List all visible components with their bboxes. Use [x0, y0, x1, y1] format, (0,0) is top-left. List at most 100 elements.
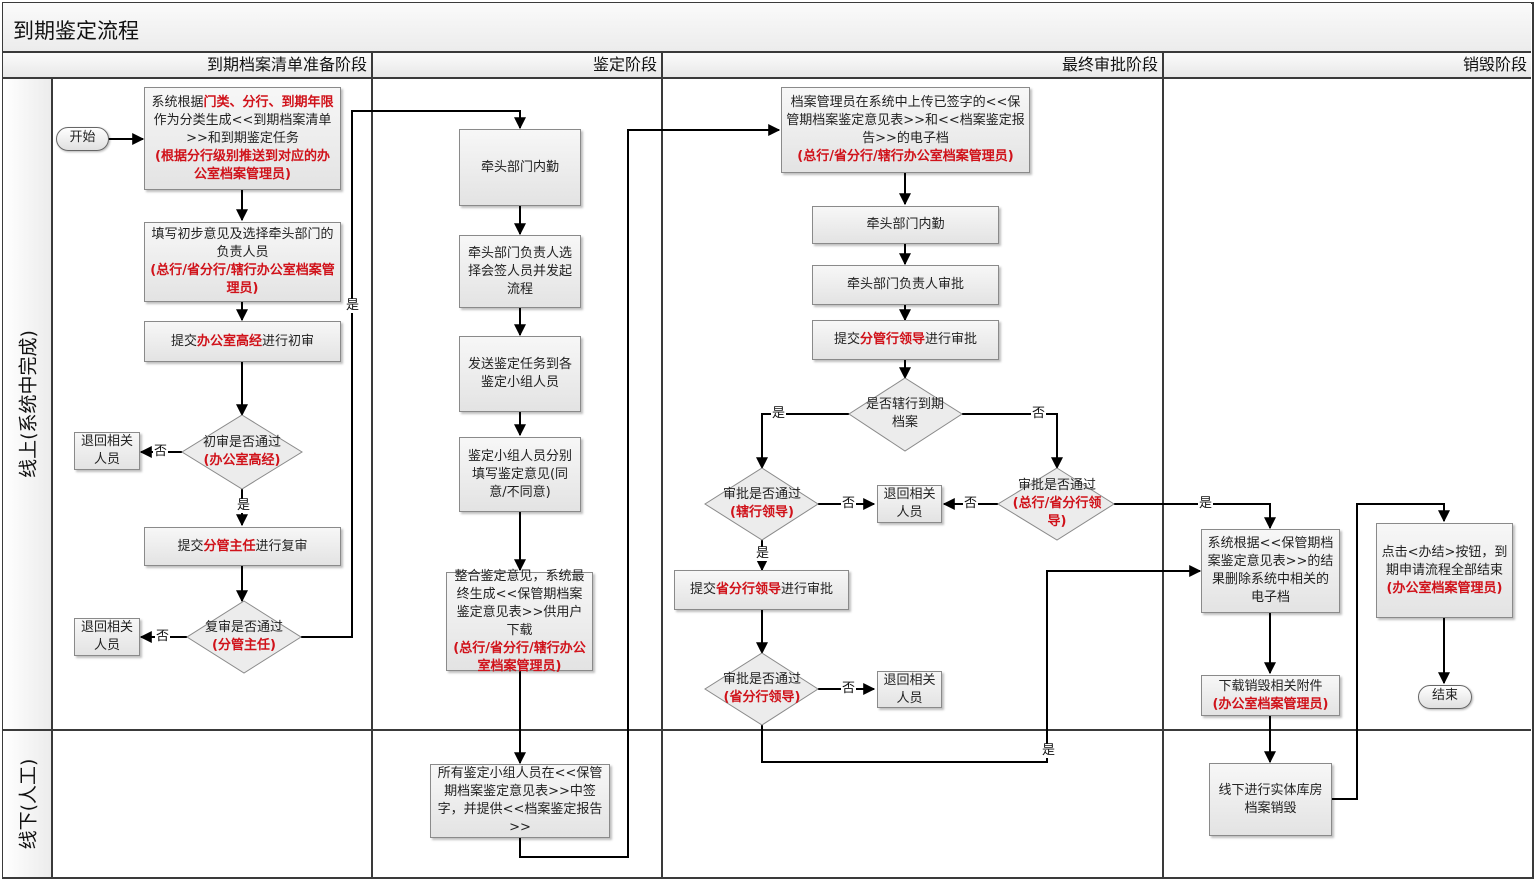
label-yes-sub-branch: 是 — [771, 406, 787, 421]
node-text: 提交办公室高经进行初审 — [171, 333, 314, 351]
node-delete-electronic[interactable]: 系统根据<<保管期档案鉴定意见表>>的结果删除系统中相关的电子档 — [1201, 529, 1340, 613]
node-text: 复审是否通过 (分管主任) — [205, 619, 283, 655]
decision-province-approve[interactable]: 审批是否通过 (省分行领导) — [723, 671, 801, 707]
label-no-province-approve: 否 — [841, 681, 857, 696]
lane-divider — [3, 729, 1531, 731]
node-text: 初审是否通过 (办公室高经) — [203, 434, 281, 470]
label-no-sub-approve: 否 — [841, 496, 857, 511]
decision-hq-approve[interactable]: 审批是否通过(总行/省分行领导) — [1007, 477, 1107, 531]
highlight-text: 分管主任 — [203, 538, 256, 554]
highlight-text: (总行/省分行领导) — [1012, 496, 1102, 529]
node-text-segment: 提交 — [689, 582, 716, 597]
node-text-segment: 整合鉴定意见，系统最终生成<<保管期档案鉴定意见表>>供用户下载 — [454, 568, 585, 638]
highlight-text: (根据分行级别推送到对应的办公室档案管理员) — [155, 148, 330, 182]
node-text-segment: 提交 — [170, 333, 197, 349]
end-terminal[interactable]: 结束 — [1418, 685, 1472, 709]
node-text-segment: 进行初审 — [262, 333, 315, 349]
phase-header-preparation: 到期档案清单准备阶段 — [3, 53, 373, 79]
title-bar: 到期鉴定流程 — [3, 3, 1531, 53]
node-text: 填写初步意见及选择牵头部门的负责人员(总行/省分行/辖行办公室档案管理员) — [149, 226, 336, 298]
node-text-segment: 进行审批 — [781, 582, 834, 597]
node-generate-list[interactable]: 系统根据门类、分行、到期年限作为分类生成<<到期档案清单>>和到期鉴定任务(根据… — [144, 87, 341, 190]
node-text: 点击<办结>按钮，到期申请流程全部结束 (办公室档案管理员) — [1381, 544, 1508, 598]
label-no-sub-branch: 否 — [1031, 406, 1047, 421]
node-submit-branch-leader[interactable]: 提交分管行领导进行审批 — [812, 320, 999, 360]
phase-header-appraisal: 鉴定阶段 — [373, 53, 663, 79]
diagram-title: 到期鉴定流程 — [13, 19, 139, 43]
node-fill-opinion[interactable]: 填写初步意见及选择牵头部门的负责人员(总行/省分行/辖行办公室档案管理员) — [144, 222, 341, 302]
highlight-text: (办公室档案管理员) — [1212, 696, 1329, 712]
node-integrate[interactable]: 整合鉴定意见，系统最终生成<<保管期档案鉴定意见表>>供用户下载(总行/省分行/… — [446, 569, 593, 674]
node-offline-sign[interactable]: 所有鉴定小组人员在<<保管期档案鉴定意见表>>中签字，并提供<<档案鉴定报告>> — [430, 764, 610, 838]
node-lead-dept-clerk-1[interactable]: 牵头部门内勤 — [459, 129, 581, 206]
highlight-text: 分管行领导 — [859, 332, 925, 347]
lane-offline-label: 线下(人工) — [17, 758, 40, 850]
label-no-second-review: 否 — [155, 629, 171, 644]
node-text: 提交分管主任进行复审 — [177, 538, 307, 556]
label-yes-hq-approve: 是 — [1198, 496, 1214, 511]
node-text: 提交省分行领导进行审批 — [690, 581, 833, 599]
highlight-text: (办公室档案管理员) — [1386, 580, 1503, 596]
node-text-segment: 点击<办结>按钮，到期申请流程全部结束 — [1381, 544, 1508, 578]
start-terminal[interactable]: 开始 — [56, 127, 109, 151]
highlight-text: (分管主任) — [212, 638, 276, 653]
phase-header-destruction: 销毁阶段 — [1164, 53, 1531, 79]
node-text-segment: 复审是否通过 — [204, 620, 284, 635]
label-yes-sub-approve: 是 — [755, 546, 771, 561]
lane-offline: 线下(人工) — [3, 731, 53, 877]
highlight-text: 省分行领导 — [715, 582, 781, 597]
node-text-segment: 初审是否通过 — [202, 435, 282, 450]
highlight-text: (总行/省分行/辖行办公室档案管理员) — [150, 263, 335, 296]
decision-sub-branch-approve[interactable]: 审批是否通过(辖行领导) — [723, 486, 801, 522]
node-offline-destroy[interactable]: 线下进行实体库房档案销毁 — [1209, 763, 1332, 836]
highlight-text: (总行/省分行/辖行办公室档案管理员) — [453, 640, 586, 674]
node-text: 审批是否通过 (省分行领导) — [723, 671, 801, 707]
phase-header-final-approval: 最终审批阶段 — [663, 53, 1164, 79]
highlight-text: 办公室高经 — [196, 333, 262, 349]
label-yes-second-review: 是 — [345, 298, 361, 313]
node-text: 提交分管行领导进行审批 — [834, 331, 977, 349]
node-return-4[interactable]: 退回相关人员 — [877, 671, 942, 708]
node-return-1[interactable]: 退回相关人员 — [74, 432, 140, 470]
node-upload-signed[interactable]: 档案管理员在系统中上传已签字的<<保管期档案鉴定意见表>>和<<档案鉴定报告>>… — [781, 87, 1030, 173]
phase-divider-3 — [1162, 53, 1164, 877]
node-text-segment: 审批是否通过 — [722, 672, 802, 687]
node-text: 下载销毁相关附件 (办公室档案管理员) — [1213, 678, 1329, 714]
phase-divider-1 — [371, 53, 373, 877]
node-download-attachments[interactable]: 下载销毁相关附件 (办公室档案管理员) — [1201, 675, 1340, 716]
decision-first-review[interactable]: 初审是否通过 (办公室高经) — [203, 434, 281, 470]
node-submit-first-review[interactable]: 提交办公室高经进行初审 — [144, 321, 341, 362]
label-no-first-review: 否 — [153, 444, 169, 459]
node-text-segment: 提交 — [833, 332, 860, 347]
highlight-text: (辖行领导) — [730, 505, 794, 520]
node-text-segment: 系统根据 — [151, 94, 204, 110]
node-submit-second-review[interactable]: 提交分管主任进行复审 — [144, 527, 341, 566]
node-text-segment: 下载销毁相关附件 — [1218, 678, 1323, 694]
node-text-segment: 提交 — [177, 538, 204, 554]
node-text-segment: 填写初步意见及选择牵头部门的负责人员 — [151, 227, 334, 260]
highlight-text: (省分行领导) — [723, 690, 801, 705]
node-lead-dept-select[interactable]: 牵头部门负责人选择会签人员并发起流程 — [459, 235, 581, 308]
phase-divider-2 — [661, 53, 663, 877]
highlight-text: (办公室高经) — [203, 453, 281, 468]
node-text-segment: 进行复审 — [255, 538, 308, 554]
node-text: 审批是否通过(辖行领导) — [723, 486, 801, 522]
node-text-segment: 进行审批 — [925, 332, 978, 347]
decision-is-sub-branch[interactable]: 是否辖行到期档案 — [865, 397, 944, 430]
label-yes-first-review: 是 — [236, 498, 252, 513]
node-submit-province-leader[interactable]: 提交省分行领导进行审批 — [674, 570, 849, 610]
node-text: 系统根据门类、分行、到期年限作为分类生成<<到期档案清单>>和到期鉴定任务(根据… — [149, 94, 336, 184]
node-return-2[interactable]: 退回相关人员 — [74, 618, 140, 656]
node-lead-dept-approve[interactable]: 牵头部门负责人审批 — [812, 265, 999, 305]
lane-online-label: 线上(系统中完成) — [17, 330, 40, 478]
decision-second-review[interactable]: 复审是否通过 (分管主任) — [205, 619, 283, 655]
node-lead-dept-clerk-2[interactable]: 牵头部门内勤 — [812, 206, 999, 244]
highlight-text: (总行/省分行/辖行办公室档案管理员) — [797, 149, 1014, 164]
node-group-fill[interactable]: 鉴定小组人员分别填写鉴定意见(同意/不同意) — [459, 437, 581, 512]
node-return-3[interactable]: 退回相关人员 — [877, 485, 942, 523]
node-text: 整合鉴定意见，系统最终生成<<保管期档案鉴定意见表>>供用户下载(总行/省分行/… — [451, 568, 588, 676]
highlight-text: 门类、分行、到期年限 — [203, 94, 334, 110]
node-send-tasks[interactable]: 发送鉴定任务到各鉴定小组人员 — [459, 336, 581, 412]
node-click-finish[interactable]: 点击<办结>按钮，到期申请流程全部结束 (办公室档案管理员) — [1376, 523, 1513, 618]
